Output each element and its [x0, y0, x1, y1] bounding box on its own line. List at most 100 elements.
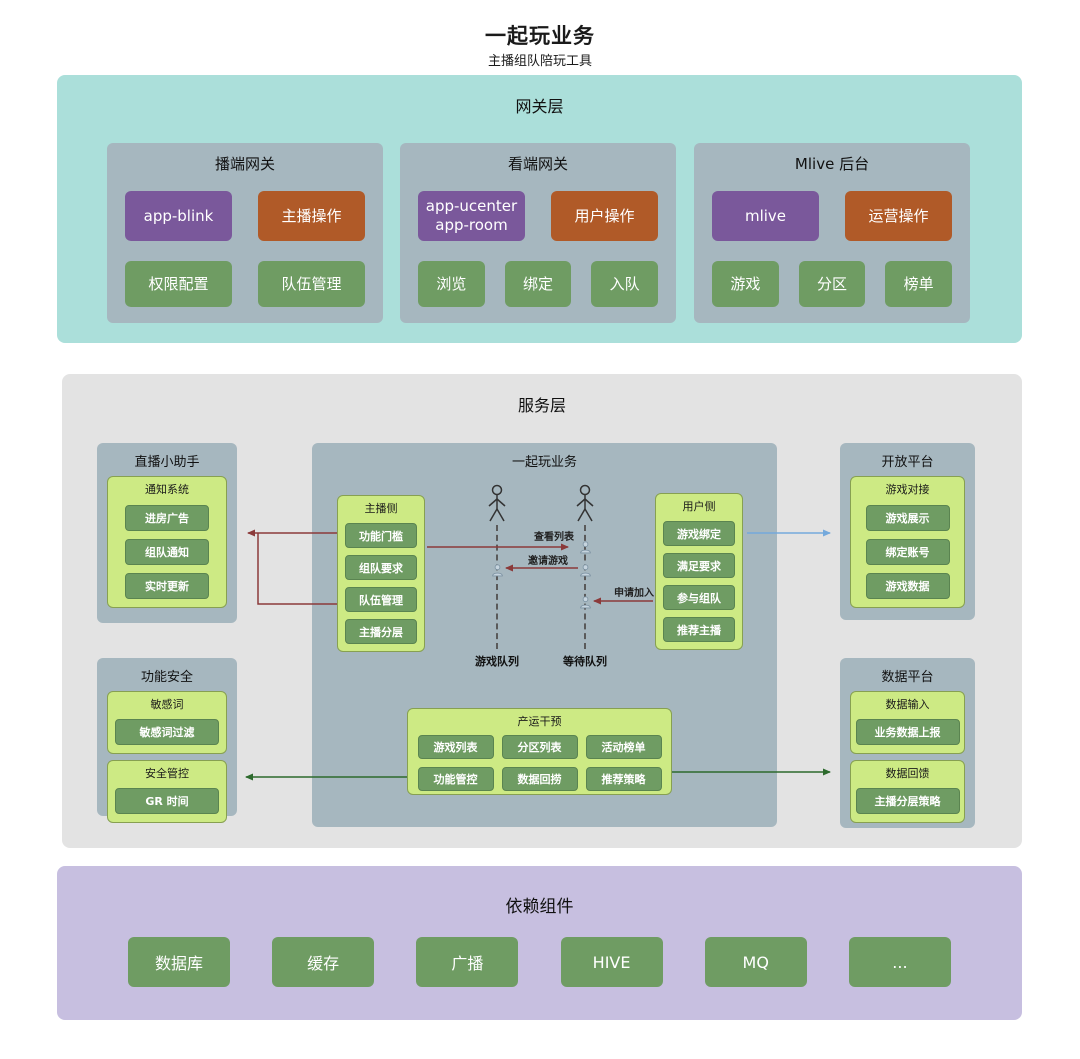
ops-intervention-panel: 产运干预 游戏列表 分区列表 活动榜单 功能管控 数据回捞 推荐策略 — [407, 708, 672, 795]
function-node: 入队 — [591, 261, 659, 307]
function-node: 榜单 — [885, 261, 953, 307]
game-integration-item: 绑定账号 — [865, 539, 950, 565]
anchor-side-title: 主播侧 — [364, 502, 398, 515]
gateway-group-title: Mlive 后台 — [794, 155, 870, 173]
data-platform-title: 数据平台 — [881, 670, 934, 685]
waiting-queue-label: 等待队列 — [563, 655, 607, 668]
gateway-layer: 网关层 播端网关 app-blink 主播操作 权限配置 队伍管理 看端网关 a… — [57, 75, 1022, 343]
sensitive-words-panel: 敏感词 敏感词过滤 — [107, 691, 227, 754]
gateway-group-broadcaster: 播端网关 app-blink 主播操作 权限配置 队伍管理 — [107, 143, 383, 323]
notification-system-panel: 通知系统 进房广告 组队通知 实时更新 — [107, 476, 227, 608]
data-feedback-item: 主播分层策略 — [855, 788, 960, 814]
function-node: 分区 — [798, 261, 866, 307]
dependency-item-cache: 缓存 — [272, 937, 375, 987]
game-integration-item: 游戏展示 — [865, 505, 950, 531]
data-platform-panel: 数据平台 数据输入 业务数据上报 数据回馈 主播分层策略 — [840, 658, 975, 828]
dependency-row: 数据库 缓存 广播 HIVE MQ ... — [128, 937, 951, 987]
service-layer-title: 服务层 — [517, 396, 566, 415]
function-safety-panel: 功能安全 敏感词 敏感词过滤 安全管控 GR 时间 — [97, 658, 237, 823]
anchor-side-panel: 主播侧 功能门槛 组队要求 队伍管理 主播分层 — [337, 495, 425, 652]
data-input-title: 数据输入 — [885, 698, 930, 711]
anchor-side-item: 队伍管理 — [345, 587, 417, 612]
dependency-item-more: ... — [848, 937, 951, 987]
ops-intervention-title: 产运干预 — [517, 715, 562, 728]
flow-label-apply-join: 申请加入 — [614, 588, 654, 599]
gateway-group-title: 看端网关 — [507, 155, 568, 173]
sensitive-words-title: 敏感词 — [150, 698, 184, 711]
dependency-item-hive: HIVE — [560, 937, 663, 987]
user-side-panel: 用户侧 游戏绑定 满足要求 参与组队 推荐主播 — [655, 493, 743, 650]
ops-item: 活动榜单 — [585, 735, 662, 759]
open-platform-title: 开放平台 — [881, 455, 934, 470]
notification-item: 实时更新 — [125, 573, 209, 599]
operation-node-anchor: 主播操作 — [258, 191, 365, 241]
queue-person-icon — [579, 594, 592, 609]
user-side-item: 推荐主播 — [663, 617, 735, 642]
notification-item: 进房广告 — [125, 505, 209, 531]
flow-label-view-list: 查看列表 — [534, 532, 574, 543]
game-queue-line — [496, 525, 498, 649]
dependency-layer-title: 依赖组件 — [505, 897, 574, 917]
function-node: 浏览 — [418, 261, 485, 307]
core-business-panel: 一起玩业务 主播侧 功能门槛 组队要求 队伍管理 主播分层 用户侧 游戏绑定 满… — [312, 443, 777, 827]
stick-figure-icon — [485, 484, 509, 524]
anchor-side-item: 主播分层 — [345, 619, 417, 644]
data-feedback-title: 数据回馈 — [885, 767, 930, 780]
queue-person-icon — [579, 539, 592, 554]
game-integration-panel: 游戏对接 游戏展示 绑定账号 游戏数据 — [850, 476, 965, 608]
data-input-item: 业务数据上报 — [855, 719, 960, 745]
anchor-side-item: 组队要求 — [345, 555, 417, 580]
anchor-side-item: 功能门槛 — [345, 523, 417, 548]
function-node: 队伍管理 — [258, 261, 365, 307]
ops-item: 游戏列表 — [417, 735, 494, 759]
page-title: 一起玩业务 — [485, 24, 595, 48]
service-node-app-ucenter-room: app-ucenter app-room — [418, 191, 525, 241]
waiting-queue-line — [584, 525, 586, 649]
dependency-layer: 依赖组件 数据库 缓存 广播 HIVE MQ ... — [57, 866, 1022, 1020]
live-assistant-panel: 直播小助手 通知系统 进房广告 组队通知 实时更新 — [97, 443, 237, 623]
function-node: 游戏 — [712, 261, 779, 307]
operation-node-ops: 运营操作 — [845, 191, 952, 241]
ops-item: 分区列表 — [501, 735, 578, 759]
service-layer: 服务层 直播小助手 通知系统 进房广告 组队通知 实时更新 功能安全 敏感词 敏… — [62, 374, 1022, 848]
game-queue-label: 游戏队列 — [475, 655, 519, 668]
live-assistant-title: 直播小助手 — [134, 455, 200, 470]
user-side-title: 用户侧 — [682, 500, 716, 513]
dependency-item-mq: MQ — [704, 937, 807, 987]
gateway-layer-title: 网关层 — [515, 97, 564, 116]
security-control-item: GR 时间 — [115, 788, 219, 814]
user-side-item: 参与组队 — [663, 585, 735, 610]
gateway-group-title: 播端网关 — [214, 155, 275, 173]
open-platform-panel: 开放平台 游戏对接 游戏展示 绑定账号 游戏数据 — [840, 443, 975, 620]
function-node: 绑定 — [504, 261, 572, 307]
ops-item: 功能管控 — [417, 767, 494, 791]
data-feedback-panel: 数据回馈 主播分层策略 — [850, 760, 965, 823]
function-node: 权限配置 — [125, 261, 232, 307]
security-control-panel: 安全管控 GR 时间 — [107, 760, 227, 823]
notification-system-title: 通知系统 — [145, 483, 189, 496]
service-node-app-blink: app-blink — [125, 191, 232, 241]
dependency-item-broadcast: 广播 — [416, 937, 519, 987]
gateway-group-viewer: 看端网关 app-ucenter app-room 用户操作 浏览 绑定 入队 — [400, 143, 676, 323]
service-node-mlive: mlive — [712, 191, 819, 241]
game-integration-item: 游戏数据 — [865, 573, 950, 599]
function-safety-title: 功能安全 — [140, 670, 193, 685]
user-side-item: 满足要求 — [663, 553, 735, 578]
queue-person-icon — [491, 562, 504, 577]
data-input-panel: 数据输入 业务数据上报 — [850, 691, 965, 754]
sensitive-words-item: 敏感词过滤 — [115, 719, 219, 745]
core-business-title: 一起玩业务 — [511, 455, 577, 470]
stick-figure-icon — [573, 484, 597, 524]
operation-node-user: 用户操作 — [551, 191, 658, 241]
user-side-item: 游戏绑定 — [663, 521, 735, 546]
ops-item: 推荐策略 — [585, 767, 662, 791]
flow-label-invite-game: 邀请游戏 — [528, 556, 568, 567]
notification-item: 组队通知 — [125, 539, 209, 565]
ops-item: 数据回捞 — [501, 767, 578, 791]
dependency-item-database: 数据库 — [128, 937, 230, 987]
security-control-title: 安全管控 — [145, 767, 189, 780]
page-subtitle: 主播组队陪玩工具 — [487, 54, 592, 69]
game-integration-title: 游戏对接 — [885, 483, 930, 496]
gateway-group-mlive: Mlive 后台 mlive 运营操作 游戏 分区 榜单 — [694, 143, 970, 323]
